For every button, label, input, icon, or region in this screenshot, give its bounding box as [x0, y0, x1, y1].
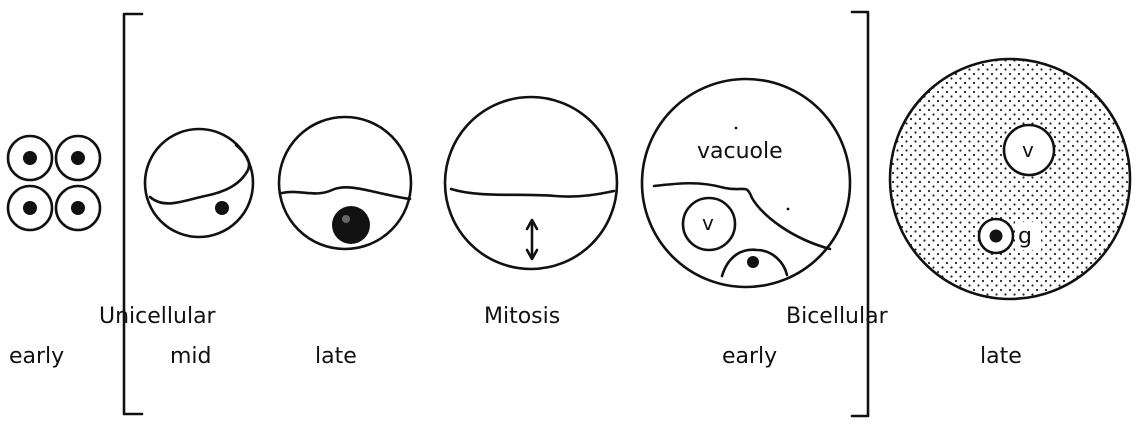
generative-cell-label: g	[1018, 224, 1032, 249]
bicellular-early-cell: vacuole v	[642, 79, 850, 287]
nucleus	[215, 201, 229, 215]
unicellular-label: Unicellular	[99, 304, 217, 329]
stage-late-bi-label: late	[980, 344, 1022, 369]
stage-mid-label: mid	[170, 344, 212, 369]
tetrad-microspore-4	[56, 186, 100, 230]
left-bracket	[124, 14, 142, 414]
stage-early-bi-label: early	[722, 344, 777, 369]
stage-early-tetrad-label: early	[9, 344, 64, 369]
tetrad	[8, 136, 100, 230]
tetrad-microspore-3	[8, 186, 52, 230]
vegetative-nucleus-label: v	[702, 211, 714, 235]
mitosis-cell	[445, 97, 617, 269]
tetrad-microspore-2	[56, 136, 100, 180]
unicellular-mid-cell	[145, 129, 253, 237]
bicellular-late-cell: v g	[890, 59, 1130, 299]
tetrad-microspore-1	[8, 136, 52, 180]
mitosis-label: Mitosis	[484, 304, 560, 329]
nucleus	[332, 206, 370, 244]
generative-nucleus	[990, 230, 1003, 243]
right-bracket	[852, 12, 868, 416]
stage-late-uni-label: late	[315, 344, 357, 369]
vegetative-nucleus-label: v	[1022, 138, 1034, 162]
vacuole-label: vacuole	[697, 139, 783, 164]
generative-nucleus	[747, 256, 759, 268]
unicellular-late-cell	[279, 117, 411, 249]
bicellular-label: Bicellular	[786, 304, 889, 329]
